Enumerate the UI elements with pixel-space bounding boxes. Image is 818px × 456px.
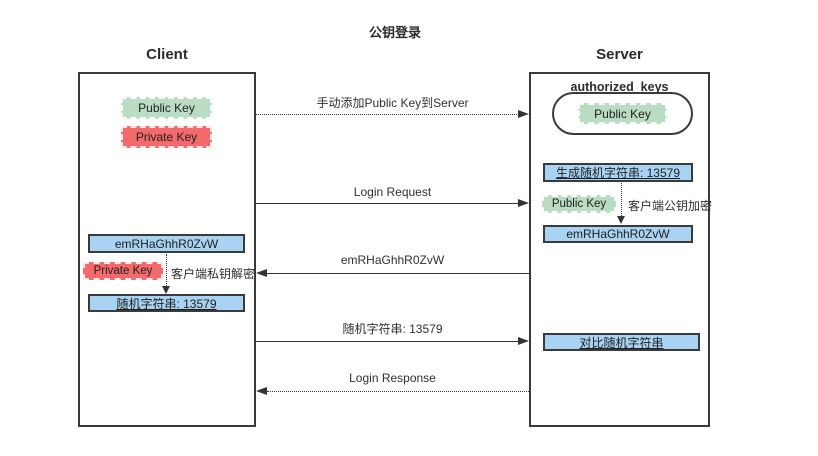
authorized-keys-label: authorized_keys <box>570 79 669 94</box>
message-arrowhead-random-string-icon <box>518 337 529 345</box>
message-label-add-public-key: 手动添加Public Key到Server <box>316 96 469 110</box>
server-actor-label: Server <box>596 45 643 63</box>
message-label-random-string: 随机字符串: 13579 <box>342 322 443 336</box>
client-decrypt-note: 客户端私钥解密 <box>171 267 256 281</box>
diagram-title: 公钥登录 <box>368 24 421 40</box>
client-decrypt-arrow-line <box>166 254 167 286</box>
message-line-login-response <box>267 391 529 392</box>
server-encrypt-arrow-line <box>621 183 622 216</box>
client-random-string-box: 随机字符串: 13579 <box>88 294 245 312</box>
message-line-random-string <box>256 341 519 342</box>
message-arrowhead-encrypted-string-icon <box>256 269 267 277</box>
message-arrowhead-add-public-key-icon <box>518 110 529 118</box>
server-stored-public-key-chip: Public Key <box>578 103 667 124</box>
client-public-key-chip: Public Key <box>121 97 212 119</box>
message-arrowhead-login-response-icon <box>256 387 267 395</box>
client-decrypt-private-key-chip: Private Key <box>83 262 163 280</box>
client-actor-label: Client <box>146 45 188 63</box>
server-generate-random-box: 生成随机字符串: 13579 <box>543 163 693 182</box>
message-arrowhead-login-request-icon <box>518 199 529 207</box>
message-label-encrypted-string: emRHaGhhR0ZvW <box>340 252 445 267</box>
message-line-add-public-key <box>256 114 519 115</box>
message-label-login-request: Login Request <box>353 184 432 199</box>
server-encrypt-arrowhead-icon <box>617 216 625 224</box>
message-line-login-request <box>256 203 519 204</box>
server-encrypt-public-key-chip: Public Key <box>542 195 616 213</box>
message-label-login-response: Login Response <box>349 370 436 385</box>
client-decrypt-arrowhead-icon <box>162 286 170 294</box>
message-line-encrypted-string <box>267 273 529 274</box>
server-encrypted-string-box: emRHaGhhR0ZvW <box>543 225 693 243</box>
server-compare-random-box: 对比随机字符串 <box>543 333 700 351</box>
client-encrypted-string-box: emRHaGhhR0ZvW <box>88 234 245 253</box>
server-encrypt-note: 客户端公钥加密 <box>628 199 713 213</box>
client-private-key-chip: Private Key <box>121 126 212 148</box>
